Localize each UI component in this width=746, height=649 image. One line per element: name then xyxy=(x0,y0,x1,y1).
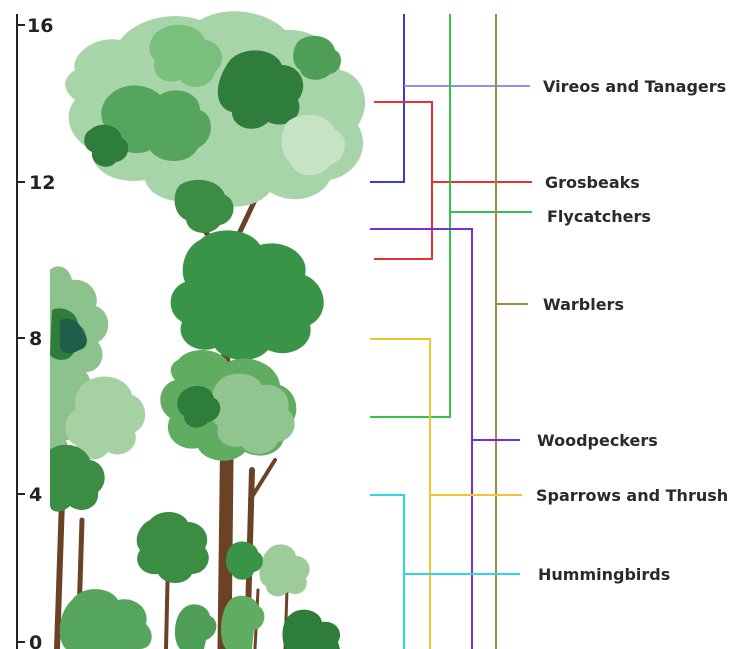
bird-labels: Vireos and Tanagers Grosbeaks Flycatcher… xyxy=(536,77,728,584)
understory-left xyxy=(50,266,145,511)
label-sparrows-and-thrush: Sparrows and Thrush xyxy=(536,486,728,505)
label-woodpeckers: Woodpeckers xyxy=(537,431,658,450)
tick-label-12: 12 xyxy=(29,172,55,194)
forest-illustration xyxy=(50,11,365,649)
label-hummingbirds: Hummingbirds xyxy=(538,565,670,584)
range-hummingbirds xyxy=(370,495,520,649)
label-vireos-and-tanagers: Vireos and Tanagers xyxy=(543,77,726,96)
range-warblers xyxy=(496,14,528,649)
tick-label-16: 16 xyxy=(27,15,53,37)
height-axis: 16 12 8 4 0 xyxy=(17,14,55,649)
tick-label-8: 8 xyxy=(29,328,42,350)
label-warblers: Warblers xyxy=(543,295,624,314)
tick-label-0: 0 xyxy=(29,632,42,649)
subcanopy-crown xyxy=(160,230,323,460)
shrub-layer xyxy=(60,512,340,649)
tick-label-4: 4 xyxy=(29,484,42,506)
bird-range-lines xyxy=(370,14,532,649)
range-grosbeaks xyxy=(374,102,532,259)
label-grosbeaks: Grosbeaks xyxy=(545,173,640,192)
canopy-crown xyxy=(65,11,365,233)
range-flycatchers xyxy=(370,14,532,417)
range-woodpeckers xyxy=(370,229,520,649)
label-flycatchers: Flycatchers xyxy=(547,207,651,226)
